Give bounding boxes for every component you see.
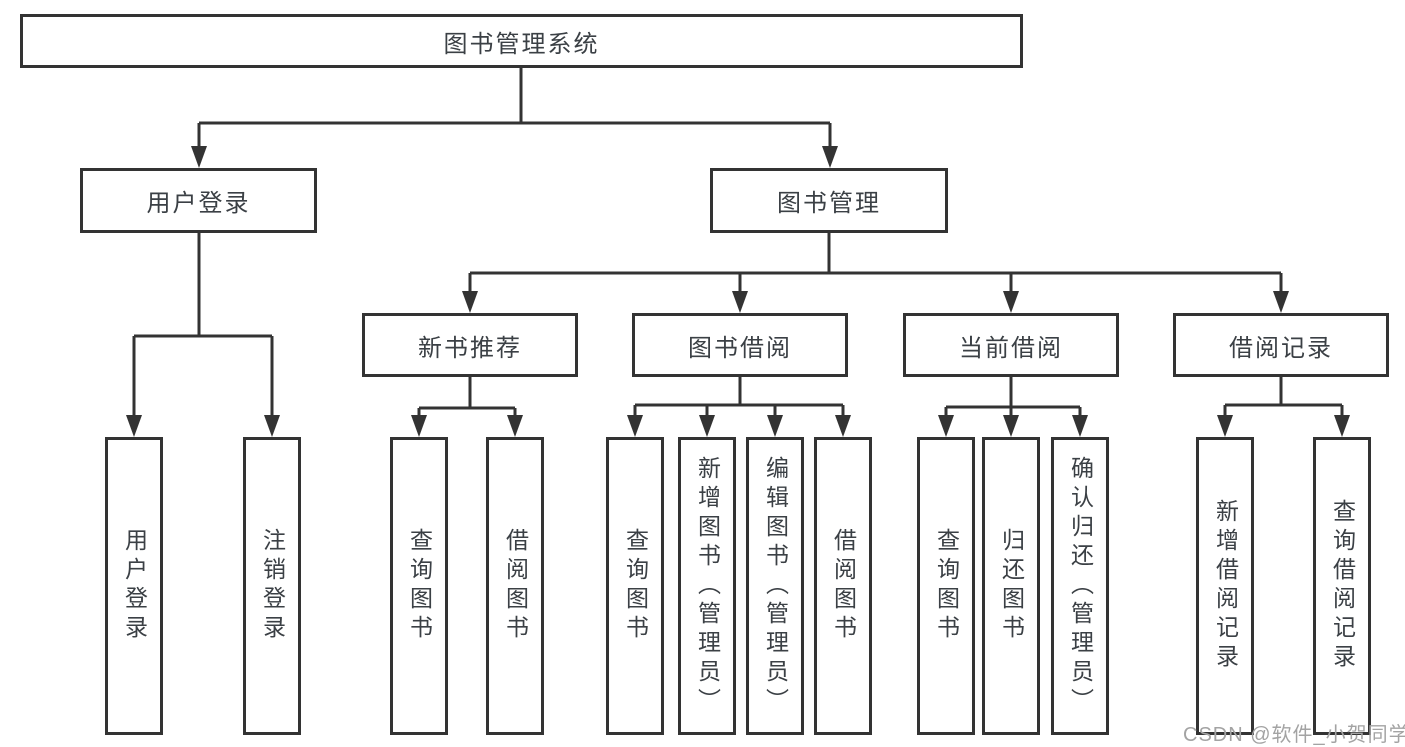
arrow-down-icon — [1334, 415, 1350, 437]
arrow-down-icon — [264, 415, 280, 437]
node-label: 新增图书（管理员） — [694, 455, 721, 717]
node-label: 新增借阅记录 — [1212, 499, 1239, 673]
arrow-down-icon — [1217, 415, 1233, 437]
arrow-down-icon — [699, 415, 715, 437]
node-label: 查询图书 — [406, 528, 433, 644]
arrow-down-icon — [191, 146, 207, 168]
node-label: 当前借阅 — [959, 334, 1063, 362]
node-label: 确认归还（管理员） — [1067, 455, 1094, 717]
arrow-down-icon — [1072, 415, 1088, 437]
arrow-down-icon — [126, 415, 142, 437]
leaf-add-books-admin: 新增图书（管理员） — [678, 437, 736, 735]
arrow-down-icon — [1003, 291, 1019, 313]
leaf-confirm-return-admin: 确认归还（管理员） — [1051, 437, 1109, 735]
node-label: 用户登录 — [121, 528, 148, 644]
node-new-book-recommend: 新书推荐 — [362, 313, 578, 377]
leaf-user-login: 用户登录 — [105, 437, 163, 735]
node-label: 归还图书 — [998, 528, 1025, 644]
node-book-management-group: 图书管理 — [710, 168, 948, 233]
node-book-borrowing: 图书借阅 — [632, 313, 848, 377]
arrow-down-icon — [1273, 291, 1289, 313]
arrow-down-icon — [732, 291, 748, 313]
leaf-borrow-books-borrowing: 借阅图书 — [814, 437, 872, 735]
arrow-down-icon — [411, 415, 427, 437]
leaf-return-books: 归还图书 — [982, 437, 1040, 735]
arrowheads — [126, 146, 1350, 437]
node-label: 编辑图书（管理员） — [762, 455, 789, 717]
node-current-borrowing: 当前借阅 — [903, 313, 1119, 377]
watermark: CSDN @软件_小贺同学 — [1183, 724, 1405, 746]
node-label: 查询图书 — [933, 528, 960, 644]
node-label: 用户登录 — [146, 190, 251, 217]
node-label: 查询借阅记录 — [1329, 499, 1356, 673]
node-label: 新书推荐 — [418, 334, 522, 362]
node-root-system: 图书管理系统 — [20, 14, 1023, 68]
arrow-down-icon — [938, 415, 954, 437]
leaf-add-borrow-record: 新增借阅记录 — [1196, 437, 1254, 735]
arrow-down-icon — [1003, 415, 1019, 437]
connector-path — [132, 68, 1344, 420]
arrow-down-icon — [627, 415, 643, 437]
node-label: 借阅图书 — [502, 528, 529, 644]
node-label: 图书借阅 — [688, 334, 792, 362]
node-user-login-group: 用户登录 — [80, 168, 317, 233]
leaf-query-books-recommend: 查询图书 — [390, 437, 448, 735]
node-label: 借阅图书 — [830, 528, 857, 644]
node-label: 图书管理 — [777, 190, 881, 217]
arrow-down-icon — [822, 146, 838, 168]
arrow-down-icon — [507, 415, 523, 437]
leaf-borrow-books-recommend: 借阅图书 — [486, 437, 544, 735]
node-label: 借阅记录 — [1229, 334, 1333, 362]
node-borrowing-records: 借阅记录 — [1173, 313, 1389, 377]
leaf-query-books-current: 查询图书 — [917, 437, 975, 735]
arrow-down-icon — [767, 415, 783, 437]
arrow-down-icon — [462, 291, 478, 313]
node-label: 图书管理系统 — [443, 30, 600, 58]
leaf-edit-books-admin: 编辑图书（管理员） — [746, 437, 804, 735]
node-label: 注销登录 — [259, 528, 286, 644]
leaf-logout: 注销登录 — [243, 437, 301, 735]
leaf-query-books-borrowing: 查询图书 — [606, 437, 664, 735]
arrow-down-icon — [835, 415, 851, 437]
node-label: 查询图书 — [622, 528, 649, 644]
leaf-query-borrow-record: 查询借阅记录 — [1313, 437, 1371, 735]
